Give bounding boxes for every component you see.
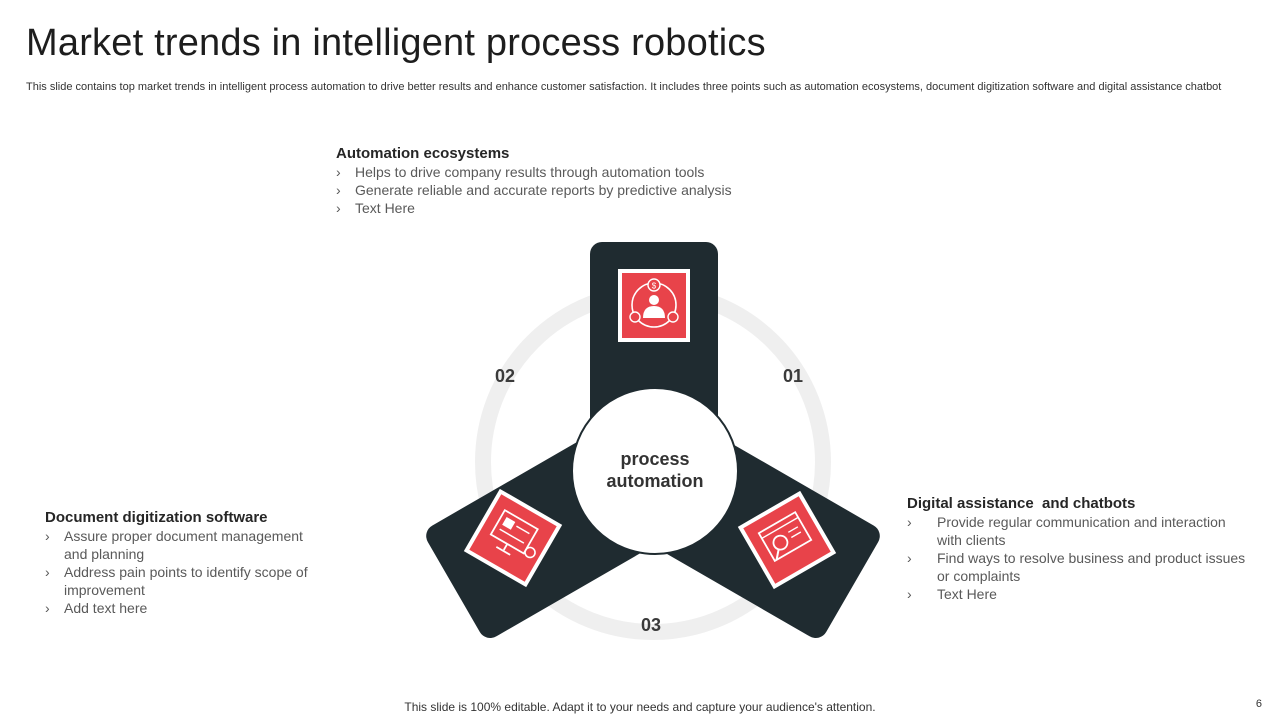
business-person-network-icon: $ [618, 269, 690, 342]
bullet-chevron-icon: › [45, 528, 50, 544]
list-item-text: Text Here [937, 586, 997, 602]
seo-search-monitor-icon [737, 490, 837, 590]
list-item-text: Helps to drive company results through a… [355, 164, 705, 180]
list-item: › Find ways to resolve business and produ… [907, 549, 1247, 585]
bullet-chevron-icon: › [907, 514, 912, 530]
list-item: › Address pain points to identify scope o… [45, 563, 325, 599]
bullet-chevron-icon: › [45, 600, 50, 616]
list-item: › Helps to drive company results through … [336, 163, 776, 181]
slide-footer: This slide is 100% editable. Adapt it to… [404, 700, 876, 714]
document-digitization-title: Document digitization software [45, 509, 268, 526]
bullet-chevron-icon: › [336, 164, 341, 180]
center-label-line2: automation [606, 471, 704, 491]
digital-assistance-list: › Provide regular communication and inter… [907, 513, 1247, 603]
list-item: › Generate reliable and accurate reports … [336, 181, 776, 199]
list-item-text: Assure proper document management and pl… [64, 528, 303, 562]
list-item-text: Provide regular communication and intera… [937, 514, 1226, 548]
list-item-text: Add text here [64, 600, 148, 616]
monitor-gear-icon [463, 488, 563, 588]
label-02: 02 [494, 366, 516, 386]
slide-title: Market trends in intelligent process rob… [26, 22, 766, 64]
document-digitization-list: › Assure proper document management and p… [45, 527, 325, 617]
center-label: process automation [575, 448, 735, 492]
bullet-chevron-icon: › [907, 550, 912, 566]
list-item: › Text Here [907, 585, 1247, 603]
bullet-chevron-icon: › [336, 182, 341, 198]
list-item: › Assure proper document management and p… [45, 527, 325, 563]
list-item: › Add text here [45, 599, 325, 617]
label-03: 03 [640, 615, 662, 635]
svg-text:$: $ [652, 282, 657, 291]
list-item: › Text Here [336, 199, 776, 217]
bullet-chevron-icon: › [45, 564, 50, 580]
automation-ecosystems-list: › Helps to drive company results through … [336, 163, 776, 217]
bullet-chevron-icon: › [907, 586, 912, 602]
bullet-chevron-icon: › [336, 200, 341, 216]
digital-assistance-title: Digital assistance and chatbots [907, 495, 1136, 512]
slide-subtitle: This slide contains top market trends in… [26, 81, 1222, 93]
document-digitization-block: Document digitization software › Assure p… [45, 508, 325, 617]
automation-ecosystems-title: Automation ecosystems [336, 145, 510, 162]
digital-assistance-block: Digital assistance and chatbots › Provide… [907, 494, 1247, 603]
list-item-text: Address pain points to identify scope of… [64, 564, 308, 598]
list-item-text: Generate reliable and accurate reports b… [355, 182, 732, 198]
list-item: › Provide regular communication and inter… [907, 513, 1247, 549]
center-label-line1: process [620, 449, 690, 469]
automation-ecosystems-block: Automation ecosystems › Helps to drive co… [336, 144, 776, 217]
list-item-text: Text Here [355, 200, 415, 216]
label-01: 01 [782, 366, 804, 386]
page-number: 6 [1255, 698, 1262, 710]
list-item-text: Find ways to resolve business and produc… [937, 550, 1246, 584]
center-hub [571, 387, 739, 555]
